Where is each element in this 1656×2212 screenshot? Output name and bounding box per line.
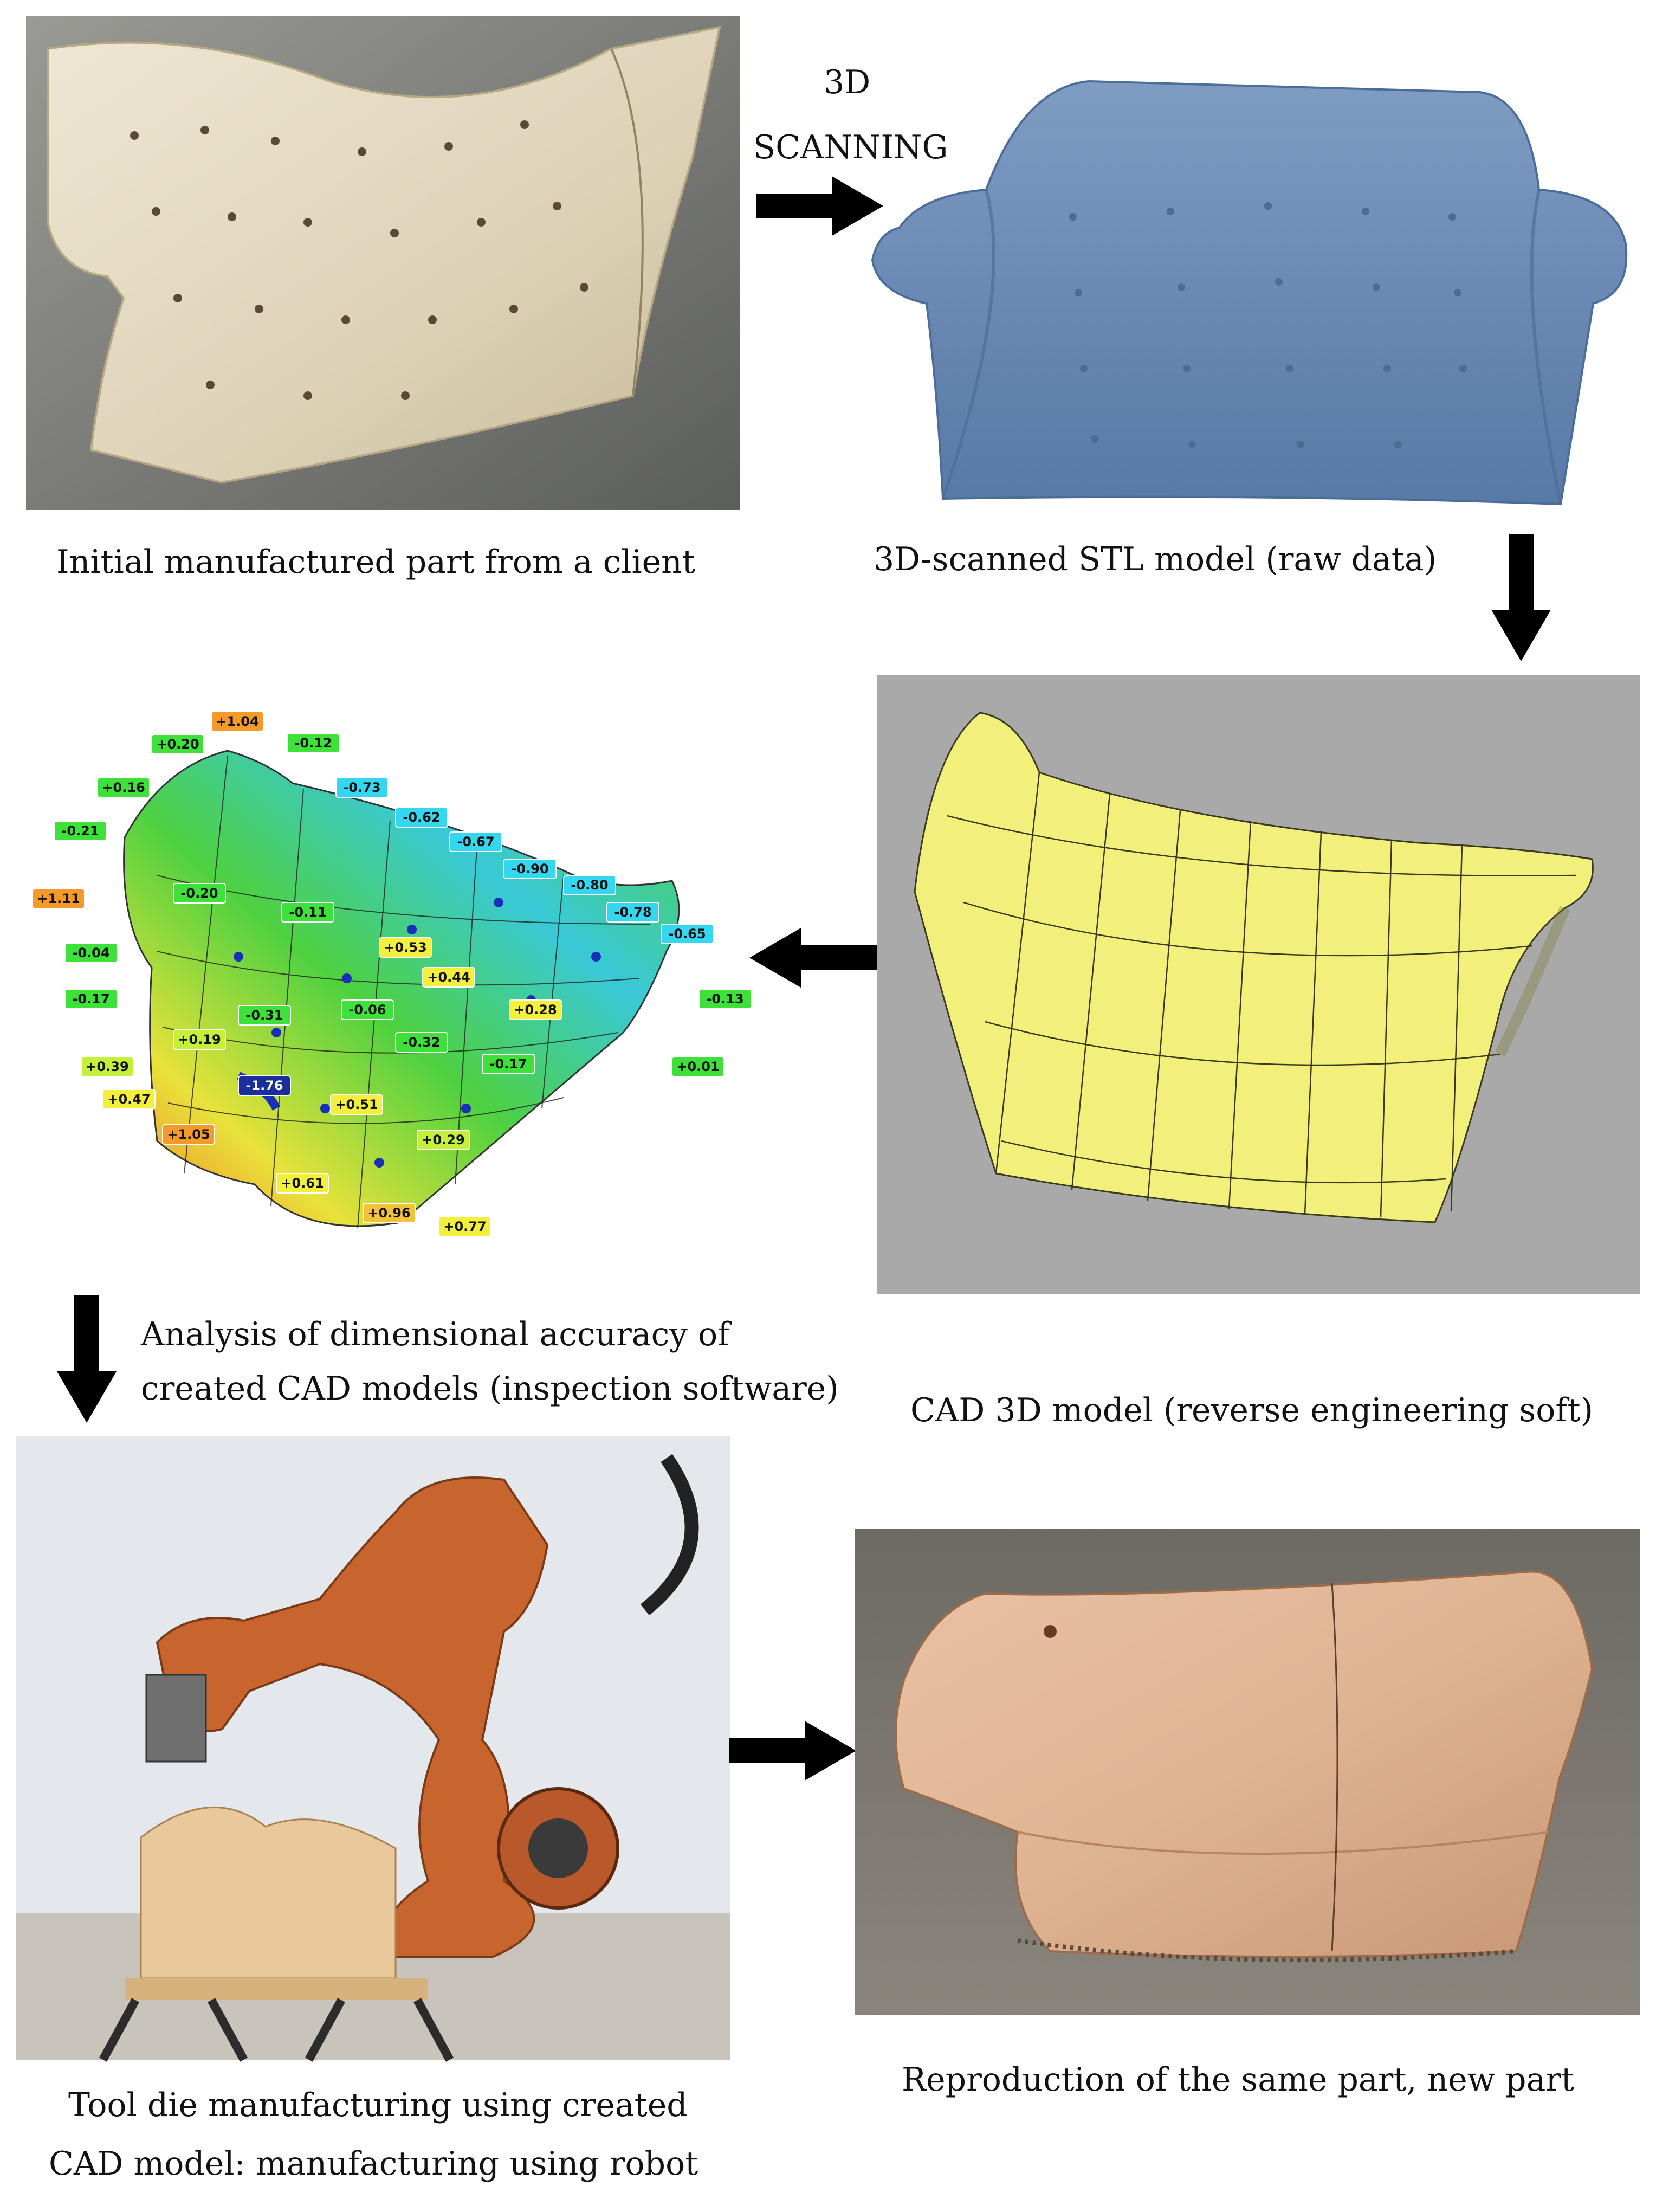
deviation-tag-label: -0.67 bbox=[457, 834, 494, 849]
deviation-tag-label: -0.32 bbox=[403, 1035, 440, 1050]
deviation-tag-label: +0.77 bbox=[443, 1219, 486, 1234]
deviation-tag-label: -0.13 bbox=[706, 991, 743, 1007]
deviation-tag-label: +0.19 bbox=[178, 1032, 221, 1047]
deviation-tag: +0.39 bbox=[81, 1056, 134, 1077]
deviation-tag-label: -0.90 bbox=[511, 861, 548, 876]
deviation-tag: -0.21 bbox=[54, 821, 107, 841]
deviation-tag-label: -0.11 bbox=[289, 905, 326, 920]
right-arrow-icon-bottom bbox=[729, 1721, 856, 1781]
down-arrow-icon-left bbox=[57, 1295, 117, 1423]
right-arrow-icon bbox=[756, 176, 883, 236]
deviation-tag: +1.04 bbox=[211, 711, 264, 732]
deviation-tag: +0.77 bbox=[438, 1216, 491, 1237]
deviation-tag: +0.51 bbox=[330, 1094, 383, 1115]
scan-label-line1: 3D bbox=[824, 63, 871, 101]
deviation-tag-label: -0.17 bbox=[489, 1056, 527, 1072]
caption-tool-die-line1: Tool die manufacturing using created bbox=[68, 2086, 688, 2124]
deviation-tag-label: +1.11 bbox=[37, 891, 80, 906]
deviation-tag: -0.31 bbox=[238, 1005, 291, 1026]
deviation-tag-label: -0.04 bbox=[72, 945, 109, 960]
deviation-tag: -0.67 bbox=[449, 831, 502, 852]
deviation-tag: +1.11 bbox=[32, 888, 85, 909]
caption-initial-part: Initial manufactured part from a client bbox=[56, 543, 695, 581]
deviation-tag: -0.17 bbox=[482, 1054, 535, 1074]
deviation-tag-label: -0.17 bbox=[72, 991, 109, 1007]
reproduced-part-photo bbox=[855, 1529, 1640, 2015]
caption-scanned-model: 3D-scanned STL model (raw data) bbox=[874, 540, 1437, 578]
scan-label-line2: SCANNING bbox=[753, 128, 948, 166]
deviation-tag-label: +1.05 bbox=[167, 1127, 210, 1142]
deviation-tag-label: +0.20 bbox=[156, 737, 199, 752]
deviation-tag-label: +1.04 bbox=[216, 714, 258, 729]
deviation-tag: +0.61 bbox=[276, 1173, 329, 1194]
deviation-tag-label: -0.06 bbox=[348, 1002, 386, 1017]
deviation-tag: -1.76 bbox=[238, 1075, 291, 1096]
deviation-tag-label: -0.62 bbox=[403, 810, 440, 825]
deviation-tag: +0.16 bbox=[97, 777, 150, 798]
caption-analysis-line2: created CAD models (inspection software) bbox=[141, 1370, 839, 1408]
cad-3d-model bbox=[877, 675, 1640, 1294]
deviation-tag: +0.44 bbox=[422, 967, 475, 988]
deviation-tag: -0.11 bbox=[281, 902, 334, 923]
deviation-tag-label: +0.28 bbox=[514, 1002, 557, 1017]
deviation-tag: -0.17 bbox=[64, 989, 118, 1009]
initial-part-photo bbox=[26, 16, 740, 510]
deviation-tag-label: -0.73 bbox=[343, 780, 380, 795]
deviation-tag-label: -1.76 bbox=[245, 1078, 283, 1093]
deviation-tag-label: +0.96 bbox=[367, 1205, 410, 1221]
deviation-tag: -0.06 bbox=[341, 999, 394, 1020]
deviation-tag: -0.90 bbox=[503, 859, 557, 879]
deviation-tag: -0.62 bbox=[395, 807, 448, 828]
deviation-tag: -0.32 bbox=[395, 1032, 448, 1053]
deviation-tag: +0.19 bbox=[173, 1029, 226, 1050]
deviation-tag: -0.78 bbox=[606, 902, 659, 923]
deviation-tag-label: -0.65 bbox=[668, 926, 706, 941]
deviation-tag-label: +0.61 bbox=[281, 1176, 324, 1191]
deviation-tag-label: +0.44 bbox=[427, 970, 470, 985]
deviation-tag: +0.47 bbox=[102, 1089, 156, 1110]
deviation-tag: +0.28 bbox=[509, 999, 562, 1020]
deviation-tag-label: -0.21 bbox=[61, 823, 99, 839]
deviation-tag: +1.05 bbox=[162, 1124, 215, 1145]
deviation-tag: +0.53 bbox=[379, 937, 432, 958]
deviation-tag: -0.65 bbox=[661, 924, 714, 944]
deviation-tag: -0.12 bbox=[287, 733, 340, 753]
caption-analysis-line1: Analysis of dimensional accuracy of bbox=[141, 1315, 730, 1353]
caption-cad-model: CAD 3D model (reverse engineering soft) bbox=[910, 1391, 1594, 1429]
deviation-tag: -0.13 bbox=[698, 989, 752, 1009]
caption-reproduction: Reproduction of the same part, new part bbox=[902, 2061, 1575, 2099]
deviation-tag-label: +0.01 bbox=[676, 1059, 719, 1074]
deviation-tag: +0.96 bbox=[363, 1203, 416, 1223]
deviation-tag: -0.04 bbox=[64, 943, 118, 963]
deviation-tag-label: +0.29 bbox=[422, 1132, 464, 1147]
deviation-tag-label: -0.80 bbox=[571, 878, 608, 893]
down-arrow-icon bbox=[1491, 534, 1551, 661]
caption-tool-die-line2: CAD model: manufacturing using robot bbox=[49, 2145, 698, 2183]
robot-manufacturing-photo bbox=[16, 1436, 730, 2062]
scanned-stl-model bbox=[845, 65, 1642, 515]
deviation-tag-label: -0.31 bbox=[245, 1008, 283, 1023]
deviation-tag: -0.80 bbox=[563, 875, 616, 895]
inspection-deviation-map: +0.20 +1.04 -0.12 +0.16 -0.73 -0.62 -0.21 -0.67… bbox=[22, 697, 752, 1287]
deviation-tag-label: +0.51 bbox=[335, 1097, 378, 1112]
deviation-tag-label: -0.20 bbox=[180, 886, 218, 901]
deviation-tag-label: +0.39 bbox=[86, 1059, 128, 1074]
left-arrow-icon bbox=[749, 928, 877, 988]
deviation-tag-label: +0.16 bbox=[102, 780, 145, 795]
deviation-tag: +0.01 bbox=[671, 1056, 725, 1077]
deviation-tag-label: +0.53 bbox=[384, 940, 426, 955]
deviation-tag: +0.29 bbox=[417, 1130, 470, 1150]
deviation-tag: +0.20 bbox=[151, 734, 204, 754]
deviation-tag: -0.73 bbox=[335, 777, 389, 798]
deviation-tag-label: +0.47 bbox=[107, 1092, 150, 1107]
deviation-tag-label: -0.12 bbox=[294, 736, 332, 751]
deviation-tag-label: -0.78 bbox=[614, 905, 651, 920]
deviation-tag: -0.20 bbox=[173, 883, 226, 904]
